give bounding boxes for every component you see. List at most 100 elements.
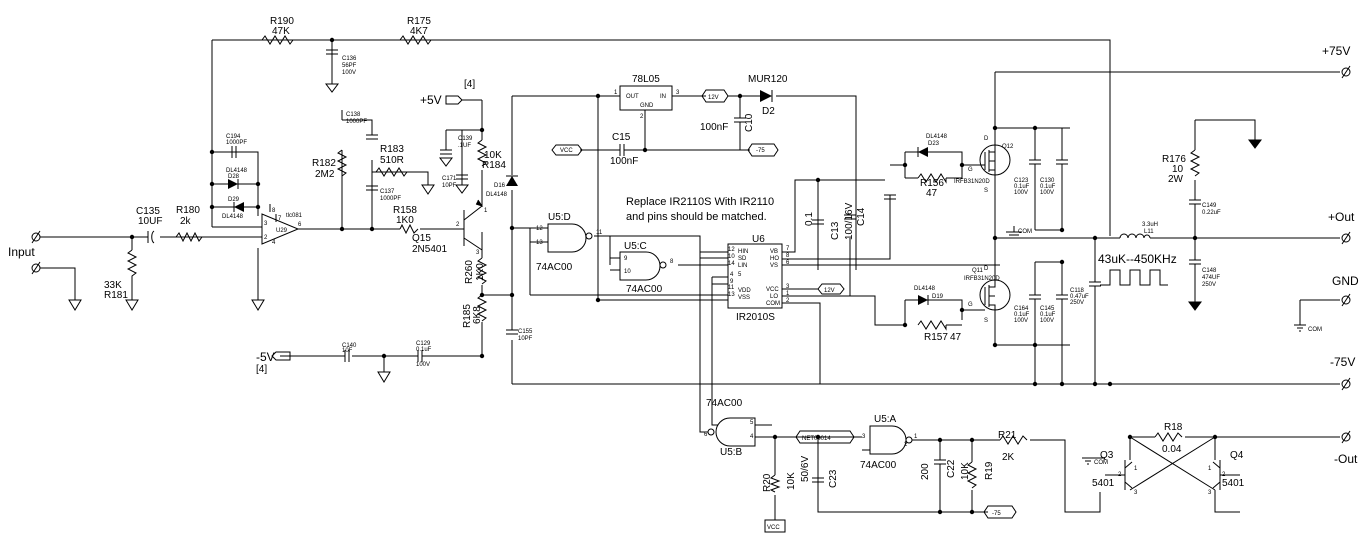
capacitor-c14: [884, 194, 896, 200]
r185-ref: R185: [462, 304, 473, 328]
pin-label: VDD: [738, 288, 751, 294]
d16-type: DL4148: [486, 192, 508, 198]
u5d-ref: U5:D: [548, 212, 571, 223]
c145-val: 0.1uF: [1040, 312, 1056, 318]
pin-label: 7: [786, 246, 790, 252]
c139-ref: C139: [458, 136, 473, 142]
terminal-plus75: [1341, 65, 1351, 79]
pin-label: 4: [730, 272, 734, 278]
pin-label: 6: [704, 432, 708, 438]
r18-val: 0.04: [1162, 444, 1182, 455]
c118-v: 250V: [1070, 300, 1084, 306]
r175-val: 4K7: [410, 26, 428, 37]
pin-label: HIN: [738, 249, 748, 255]
r156-val: 47: [926, 188, 938, 199]
c137-ref: C137: [380, 189, 395, 195]
resistor-r175: [399, 35, 432, 45]
c171-ref: C171: [442, 176, 457, 182]
resistor-r158: [399, 223, 419, 235]
inductor-l11: [1119, 233, 1151, 239]
c22-ref: C22: [946, 459, 957, 478]
r184-val: 10K: [484, 150, 502, 161]
capacitors: [147, 40, 1201, 483]
capacitor-c164: [1029, 294, 1041, 315]
pin-label: 5: [750, 420, 754, 426]
note-line2: and pins should be matched.: [626, 211, 767, 223]
u5a-type: 74AC00: [860, 460, 897, 471]
pin-label: 5: [738, 272, 742, 278]
ground-symbol: [125, 299, 139, 311]
pin-label: 1: [484, 208, 488, 214]
q4-ref: Q4: [1230, 450, 1244, 461]
wires: [40, 39, 1340, 520]
labels: +75V +Out GND -75V -Out Input +5V -5V [4…: [8, 16, 1359, 531]
tag-net-text: NET00014: [802, 436, 831, 442]
q4-type: 5401: [1222, 478, 1245, 489]
com-label: COM: [1018, 229, 1032, 235]
resistor-r18: [1154, 432, 1183, 442]
ground-symbol: [421, 184, 435, 195]
r260-val: 1K0: [475, 263, 486, 281]
pin-label: D: [984, 136, 989, 142]
rail-plus-out: +Out: [1328, 210, 1355, 224]
resistors: [126, 35, 1201, 493]
c138-ref: C138: [346, 112, 361, 118]
transistor-q15: [460, 198, 484, 258]
capacitor-c145: [1056, 294, 1068, 315]
c164-val: 0.1uF: [1014, 312, 1030, 318]
u6-ref: U6: [752, 234, 765, 245]
pin-label: 3: [786, 284, 790, 290]
ref4-top: [4]: [464, 79, 475, 90]
c139-val: .1UF: [458, 143, 471, 149]
pin-label: 6: [298, 222, 302, 228]
r158-val: 1K0: [396, 215, 414, 226]
c13-val: 100/16V: [844, 202, 855, 240]
pin-label: 3: [676, 90, 680, 96]
pin-label: 8: [670, 259, 674, 265]
r21-val: 2K: [1002, 452, 1015, 463]
r183-ref: R183: [380, 144, 404, 155]
pin-label: 1: [914, 434, 918, 440]
pin-label: 8: [786, 253, 790, 259]
tag-m75-bot-text: -75: [992, 511, 1001, 517]
r157-val: 47: [950, 332, 962, 343]
c129-ref: C129: [416, 341, 431, 347]
pin-label: 1: [1134, 466, 1138, 472]
r185-val: 6K8: [472, 306, 483, 324]
mosfet-q12: [979, 130, 1011, 190]
resistor-r182: [336, 149, 348, 186]
tag-vcc-left: [551, 144, 583, 156]
com-symbol: [1082, 457, 1094, 465]
d19-type: DL4148: [914, 286, 936, 292]
c129-val: 0.1uF: [416, 347, 432, 353]
c145-ref: C145: [1040, 306, 1055, 312]
tag-12v-top-text: 12V: [708, 95, 719, 101]
capacitor-c138: [366, 134, 378, 140]
tag-12v-u6: [817, 283, 845, 295]
terminal-minus75: [1341, 377, 1351, 391]
r184-ref: R184: [482, 160, 506, 171]
ground-symbol: [1188, 301, 1202, 311]
terminal-minus-out: [1341, 430, 1351, 444]
capacitor-c22: [934, 459, 946, 475]
pin-label: 2: [456, 222, 460, 228]
pin-label: 2: [264, 235, 268, 241]
ground-symbol: [68, 299, 82, 311]
com-label: COM: [1094, 460, 1108, 466]
diode-d2: [760, 90, 773, 102]
resistor-r176: [1189, 149, 1201, 177]
c140-ref: C140: [342, 343, 357, 349]
u6-type: IR2010S: [736, 312, 775, 323]
c130-ref: C130: [1040, 178, 1055, 184]
resistor-r156: [917, 173, 947, 184]
q12-ref: Q12: [1002, 144, 1014, 150]
rail-plus75: +75V: [1322, 44, 1350, 58]
c118-ref: C118: [1070, 288, 1085, 294]
q3-ref: Q3: [1100, 450, 1114, 461]
c194-val: 1000PF: [226, 140, 247, 146]
c194-ref: C194: [226, 134, 241, 140]
pin-label: VCC: [766, 287, 779, 293]
pin-label: 10: [624, 269, 631, 275]
resistor-r19: [966, 461, 978, 489]
nand-u5d: [547, 223, 593, 253]
